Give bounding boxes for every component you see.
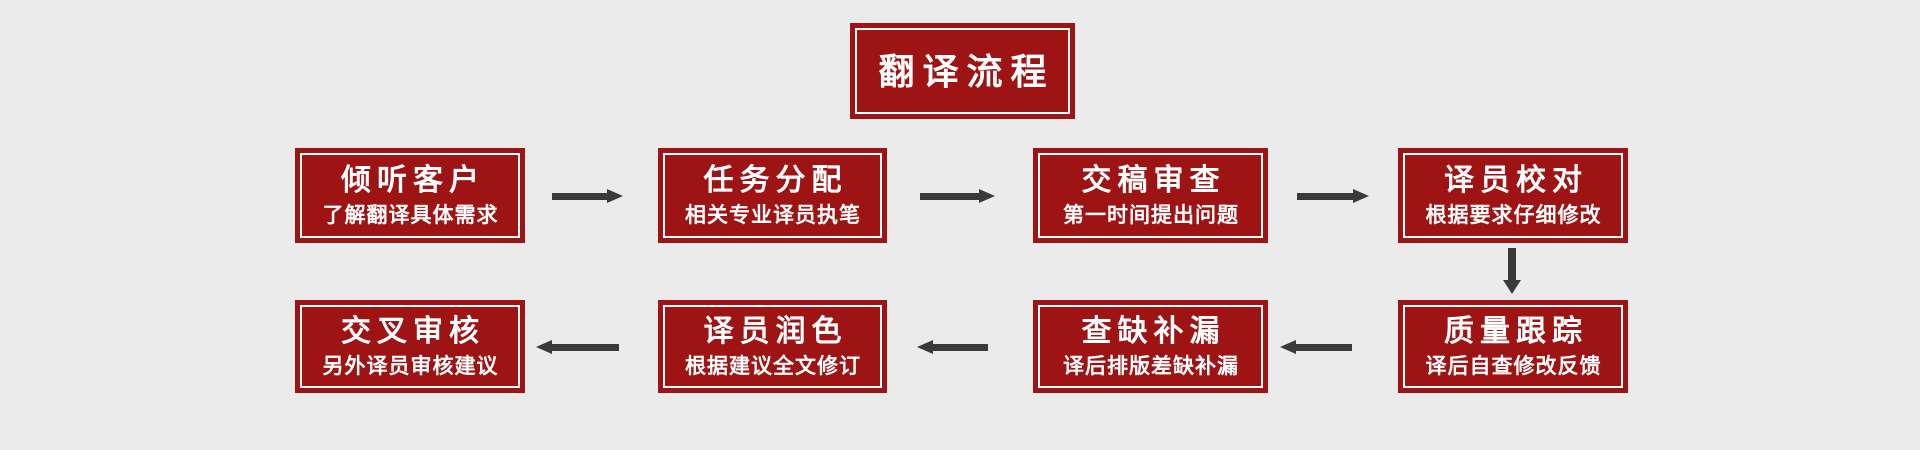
arrow-shaft [920,192,979,200]
step-box-translator-polish: 译员润色 根据建议全文修订 [658,300,887,393]
step-box-translator-proofread: 译员校对 根据要求仔细修改 [1398,148,1628,243]
arrow-head [536,340,552,354]
arrow-head [1353,189,1369,203]
step-subtitle: 相关专业译员执笔 [685,203,861,227]
step-subtitle: 了解翻译具体需求 [322,203,499,227]
arrow-shaft [1296,343,1352,351]
step-box-inner: 交叉审核 另外译员审核建议 [300,305,520,388]
step-subtitle: 根据建议全文修订 [685,354,861,378]
arrow-right-icon [1297,189,1369,203]
step-subtitle: 根据要求仔细修改 [1425,203,1602,227]
step-title: 交稿审查 [1081,164,1226,198]
flow-title: 翻译流程 [878,50,1055,92]
step-box-inner: 交稿审查 第一时间提出问题 [1038,153,1263,238]
step-box-inner: 译员润色 根据建议全文修订 [663,305,882,388]
step-subtitle: 译后自查修改反馈 [1425,354,1602,378]
step-box-cross-review: 交叉审核 另外译员审核建议 [295,300,525,393]
step-title: 倾听客户 [341,164,485,198]
arrow-head [1503,280,1521,294]
arrow-head [917,340,933,354]
step-title: 查缺补漏 [1081,315,1226,349]
arrow-shaft [1297,192,1353,200]
arrow-shaft [552,343,619,351]
arrow-head [607,189,623,203]
arrow-down-icon [1503,248,1521,294]
step-box-inner: 任务分配 相关专业译员执笔 [663,153,882,238]
step-title: 交叉审核 [341,315,485,349]
step-subtitle: 第一时间提出问题 [1063,203,1239,227]
step-subtitle: 另外译员审核建议 [322,354,499,378]
arrow-left-icon [1280,340,1352,354]
step-title: 译员校对 [1444,164,1588,198]
step-subtitle: 译后排版差缺补漏 [1063,354,1239,378]
step-box-quality-tracking: 质量跟踪 译后自查修改反馈 [1398,300,1628,393]
step-box-inner: 质量跟踪 译后自查修改反馈 [1403,305,1623,388]
step-box-gap-filling: 查缺补漏 译后排版差缺补漏 [1033,300,1268,393]
arrow-head [979,189,995,203]
step-box-listen-customer: 倾听客户 了解翻译具体需求 [295,148,525,243]
step-box-draft-review: 交稿审查 第一时间提出问题 [1033,148,1268,243]
arrow-left-icon [917,340,988,354]
step-box-inner: 译员校对 根据要求仔细修改 [1403,153,1623,238]
arrow-shaft [1508,248,1516,280]
step-title: 任务分配 [703,164,848,198]
step-box-task-assignment: 任务分配 相关专业译员执笔 [658,148,887,243]
step-title: 译员润色 [703,315,848,349]
step-box-inner: 倾听客户 了解翻译具体需求 [300,153,520,238]
arrow-shaft [933,343,988,351]
flow-title-box: 翻译流程 [850,23,1075,119]
arrow-left-icon [536,340,619,354]
arrow-head [1280,340,1296,354]
step-box-inner: 查缺补漏 译后排版差缺补漏 [1038,305,1263,388]
arrow-right-icon [920,189,995,203]
step-title: 质量跟踪 [1444,315,1588,349]
arrow-right-icon [552,189,623,203]
flow-title-box-inner: 翻译流程 [855,28,1070,114]
arrow-shaft [552,192,607,200]
